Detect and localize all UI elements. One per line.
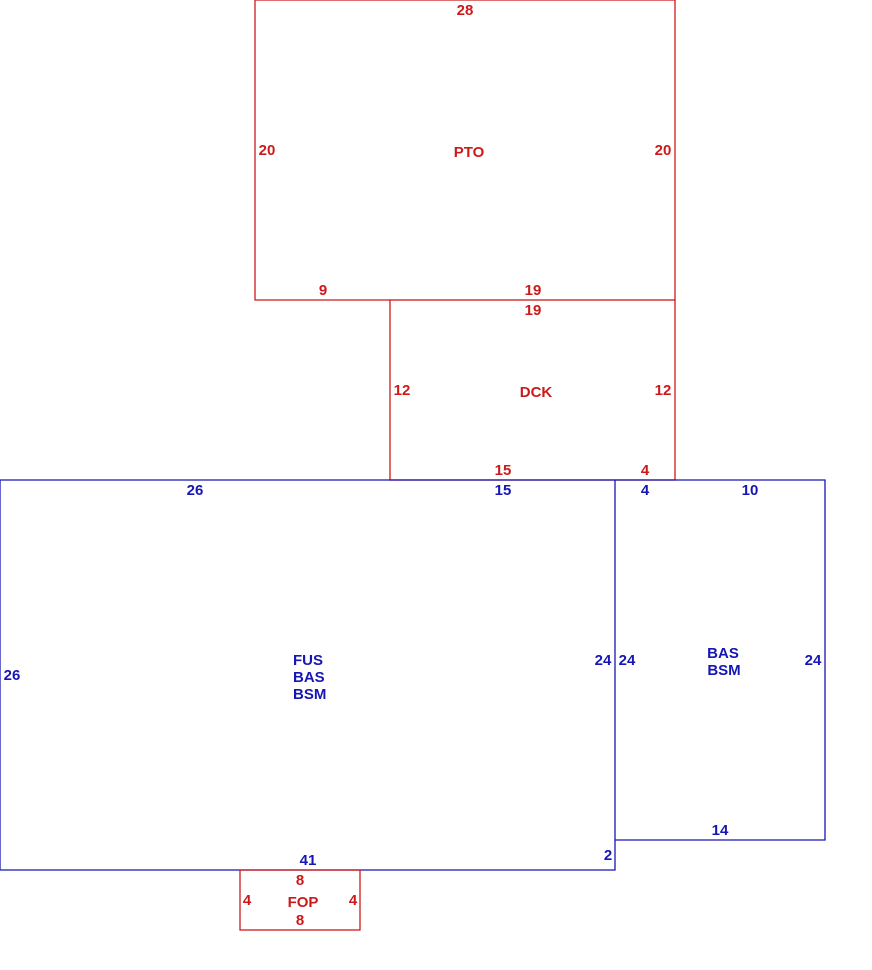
fop-bottom-dim: 8	[296, 912, 304, 929]
addition-code-1: BAS	[707, 645, 739, 662]
main-top-dim-left: 26	[187, 482, 204, 499]
pto-top-dim: 28	[457, 2, 474, 19]
dck-name: DCK	[520, 384, 553, 401]
addition-code-2: BSM	[707, 662, 740, 679]
fop-left-dim: 4	[243, 892, 252, 909]
main-house-area: FUS BAS BSM 26 15 26 24 41 2	[0, 479, 616, 871]
fop-outline	[239, 869, 361, 931]
main-top-dim-right: 15	[495, 482, 512, 499]
fop-top-dim: 8	[296, 872, 304, 889]
pto-outline	[254, 0, 676, 301]
main-house-outline	[0, 479, 616, 871]
pto-bottom-dim-right: 19	[525, 282, 542, 299]
main-bottom-dim: 41	[300, 852, 317, 869]
addition-outline	[615, 479, 826, 841]
main-right-dim: 24	[595, 652, 612, 669]
fop-area: FOP 8 4 4 8	[239, 869, 361, 931]
dck-left-dim: 12	[394, 382, 411, 399]
pto-name: PTO	[454, 144, 485, 161]
addition-left-dim: 24	[619, 652, 636, 669]
addition-bottom-dim: 14	[712, 822, 729, 839]
addition-right-dim: 24	[805, 652, 822, 669]
main-code-3: BSM	[293, 686, 326, 703]
fop-name: FOP	[288, 894, 319, 911]
main-left-dim: 26	[4, 667, 21, 684]
main-code-1: FUS	[293, 652, 323, 669]
pto-area: PTO 28 20 20 9 19	[254, 0, 676, 301]
dck-area: DCK 19 12 12 15 4	[389, 299, 676, 481]
dck-right-dim: 12	[655, 382, 672, 399]
dck-top-dim: 19	[525, 302, 542, 319]
addition-area: BAS BSM 4 10 24 24 14	[615, 479, 826, 841]
main-corner-dim: 2	[604, 847, 612, 864]
addition-top-dim-right: 10	[742, 482, 759, 499]
main-code-2: BAS	[293, 669, 325, 686]
dck-bottom-dim-left: 15	[495, 462, 512, 479]
dck-bottom-dim-right: 4	[641, 462, 650, 479]
fop-right-dim: 4	[349, 892, 358, 909]
pto-left-dim: 20	[259, 142, 276, 159]
pto-bottom-dim-left: 9	[319, 282, 327, 299]
addition-top-dim-left: 4	[641, 482, 650, 499]
pto-right-dim: 20	[655, 142, 672, 159]
